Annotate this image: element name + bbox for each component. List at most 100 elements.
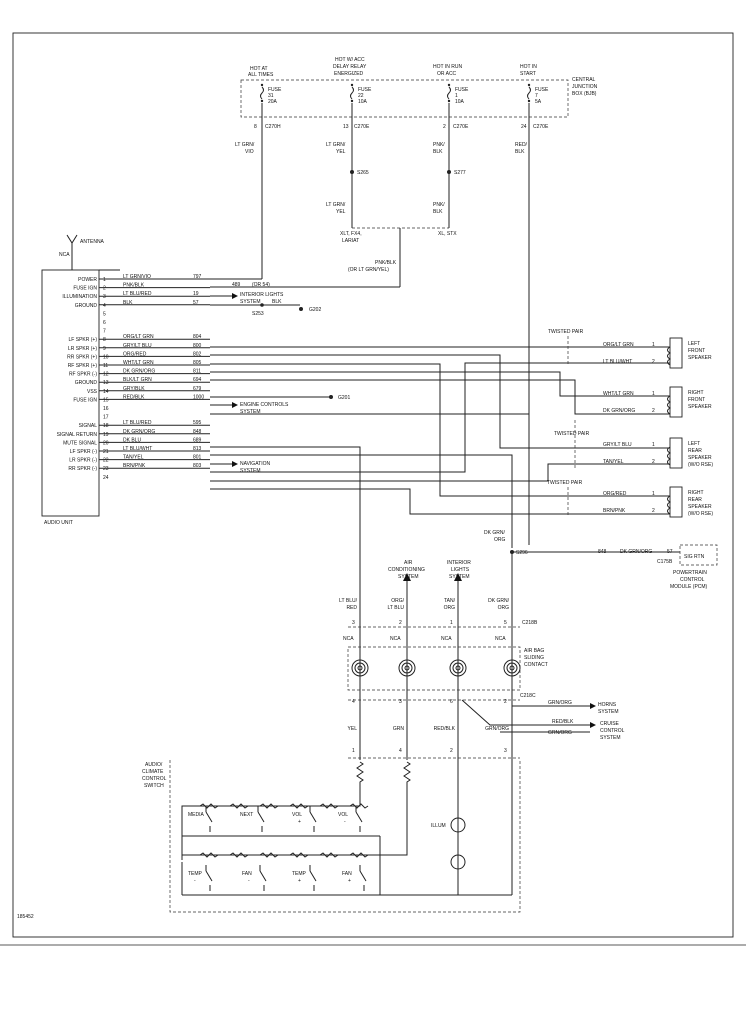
merge-label-1: PNK/BLK — [375, 260, 397, 266]
speaker-label: REAR — [688, 448, 702, 454]
audio-pin-row: 16 — [103, 406, 109, 412]
fuse-2-hot-l1: HOT W/ ACC — [335, 57, 365, 63]
clock-coil-core-icon — [455, 665, 461, 671]
fuse-2-pin: 13 — [343, 124, 349, 130]
switch-button-label: VOL — [338, 812, 348, 818]
speaker-label: FRONT — [688, 397, 705, 403]
connector-c218c: C218C — [520, 693, 536, 699]
wire-lf-minus — [210, 362, 670, 473]
audio-pin-function: LR SPKR (-) — [69, 458, 97, 464]
pcm-box — [679, 544, 718, 566]
audio-pin-circuit: 800 — [193, 343, 202, 349]
fuse-1-number: 31 — [268, 93, 274, 99]
switch-button-top: NEXT — [240, 806, 265, 832]
audio-pin-function: MUTE SIGNAL — [63, 440, 97, 446]
fuse-1-terminal-b — [260, 99, 264, 103]
switch-button-label: MEDIA — [188, 812, 205, 818]
speaker-body — [669, 386, 683, 418]
fuse-4-amps: 5A — [535, 99, 542, 105]
illum-bulb-icon-1 — [450, 817, 466, 833]
clock-coil-inner-icon — [354, 662, 366, 674]
diagram-frame — [12, 32, 734, 938]
speaker-label: (W/O RSE) — [688, 511, 713, 517]
switch-button-label: FAN — [342, 871, 352, 877]
audio-pin-number: 19 — [103, 432, 109, 438]
clock-coil-icon — [449, 659, 467, 677]
audio-pin-wire-color: TAN/YEL — [123, 455, 144, 461]
speaker-coil-icon — [667, 495, 671, 515]
wire-label-w5b: YEL — [336, 209, 346, 215]
speaker-label: REAR — [688, 497, 702, 503]
cruise-label-3: SYSTEM — [600, 735, 621, 741]
splice-s253-label: S253 — [252, 311, 264, 317]
pin2-alt-note: (OR 54) — [252, 282, 270, 288]
audio-pin-wire-color: ORG/LT GRN — [123, 334, 154, 340]
audio-pin-function: GROUND — [75, 303, 98, 309]
switch-outline — [169, 760, 521, 913]
audio-pin-number: 22 — [103, 458, 109, 464]
switch-feed-wires — [348, 700, 520, 760]
clock-top-pin: 2 — [399, 620, 402, 626]
illum-bulb-icon-2 — [450, 854, 466, 870]
speaker-label: RIGHT — [688, 490, 704, 496]
clock-coil-inner-icon — [401, 662, 413, 674]
switch-contact-icon — [359, 865, 367, 891]
audio-pin-number: 4 — [103, 303, 106, 309]
audio-pin-function: ILLUMINATION — [62, 294, 97, 300]
sliding-contact-title-2: SLIDING — [524, 655, 544, 661]
speaker-coil-icon — [667, 346, 671, 366]
sliding-contact-title-3: CONTACT — [524, 662, 548, 668]
audio-climate-control-switch: AUDIO/ CLIMATE CONTROL SWITCH ILLUM — [142, 760, 521, 913]
clock-coil-core-icon — [509, 665, 515, 671]
clock-top-wire-1: LT BLU/ — [339, 598, 357, 604]
wire-label-w3: PNK/ — [433, 142, 445, 148]
wire-rr-minus — [210, 488, 670, 515]
audio-pin-wire-color: LT BLU/WHT — [123, 446, 152, 452]
audio-pin-wire-color: LT BLU/RED — [123, 420, 152, 426]
switch-button-label: VOL — [292, 812, 302, 818]
fuse-2-terminal-b — [350, 99, 354, 103]
navigation-arrow-icon — [232, 461, 238, 467]
switch-pin: 2 — [450, 748, 453, 754]
ground-blk-label: BLK — [272, 299, 282, 305]
wire-rf-minus — [210, 379, 670, 415]
switch-contact-icon — [309, 865, 317, 891]
audio-pin-function: RR SPKR (-) — [68, 466, 97, 472]
fuse-7: HOT IN START FUSE 7 5A 24 C270E — [520, 64, 549, 130]
navigation-label: NAVIGATION — [240, 461, 270, 467]
speaker-label: SPEAKER — [688, 355, 712, 361]
cruise-label-1: CRUISE — [600, 721, 620, 727]
resistor-icon — [319, 852, 339, 858]
speaker-label: RIGHT — [688, 390, 704, 396]
audio-pin-row: 7 — [103, 329, 106, 335]
clock-nca: NCA — [441, 636, 452, 642]
fuse-1-amps: 20A — [268, 99, 278, 105]
clock-bottom-wire: RED/BLK — [434, 726, 456, 732]
speaker-coil-icon — [667, 395, 671, 415]
audio-pin-function: RF SPKR (-) — [69, 372, 97, 378]
resistor-icon — [199, 852, 219, 858]
ground-g201-label: G201 — [338, 395, 350, 401]
trim-label-1: XLT, FX4, — [340, 231, 362, 237]
fuse-2-terminal — [350, 83, 354, 87]
il-label-1: INTERIOR — [447, 560, 471, 566]
fuse-3-amps: 10A — [455, 99, 465, 105]
fuse-1: HOT IN RUN OR ACC FUSE 1 10A 2 C270E — [433, 64, 469, 130]
audio-pin-wire-color: GRY/LT BLU — [123, 343, 152, 349]
audio-pin-circuit: 797 — [193, 274, 202, 280]
audio-pin-number: 16 — [103, 406, 109, 412]
wire-label-w6b: BLK — [433, 209, 443, 215]
audio-pin-function: LF SPKR (+) — [69, 337, 98, 343]
audio-pin-circuit: 802 — [193, 351, 202, 357]
audio-pin-circuit: 19 — [193, 291, 199, 297]
audio-row-extras: 489 (OR 54) INTERIOR LIGHTS SYSTEM S253 … — [210, 278, 529, 474]
switch-button-sign: + — [348, 878, 351, 884]
